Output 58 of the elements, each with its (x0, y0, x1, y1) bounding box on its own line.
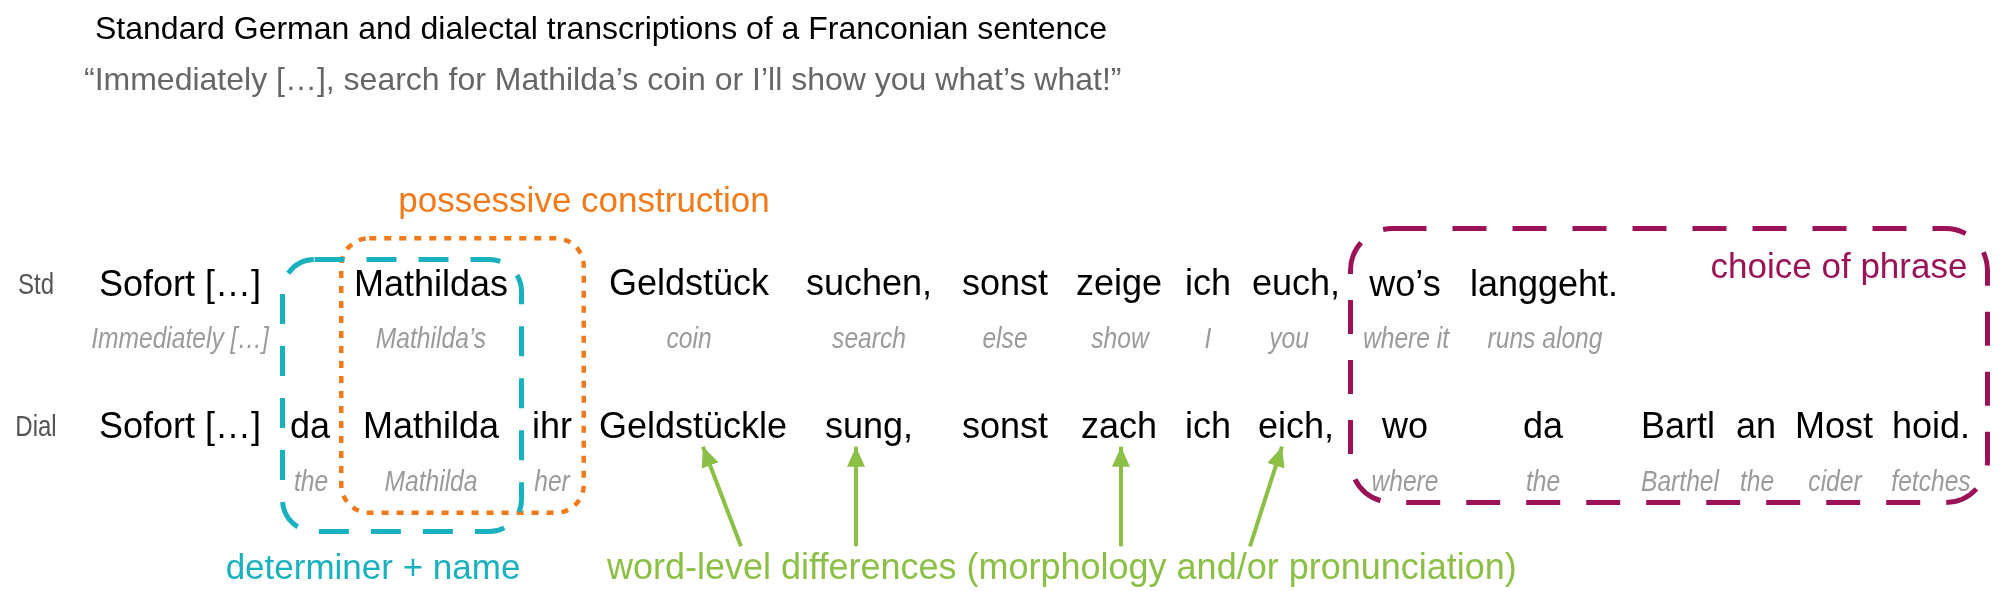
gloss-text: her (534, 463, 570, 499)
word: eich, (1258, 405, 1334, 447)
gloss-text: cider (1808, 463, 1862, 499)
word: wo (1382, 405, 1428, 447)
word: Mathildas (353, 263, 509, 305)
gloss-text: fetches (1891, 463, 1971, 499)
row-label: Std (18, 266, 54, 302)
gloss-text: else (982, 320, 1028, 356)
gloss-text: where (1371, 463, 1439, 499)
diagram-title: Standard German and dialectal transcriptions of a Franconian sentence (95, 9, 1108, 47)
gloss-text: Mathilda’s (375, 320, 487, 356)
word: Geldstückle (598, 405, 788, 447)
word: zach (1081, 405, 1157, 447)
annotation-text: word-level differences (morphology and/or pronunciation) (607, 546, 1517, 588)
frame-label: possessive construction (398, 179, 770, 221)
word: sung, (824, 405, 914, 447)
row-label: Dial (15, 408, 57, 444)
gloss-text: the (1525, 463, 1561, 499)
word: Geldstück (608, 262, 770, 304)
dashed-frame (1348, 226, 1990, 505)
frame-label: choice of phrase (1710, 245, 1968, 287)
arrow (701, 446, 743, 547)
word: Sofort […] (98, 263, 262, 305)
word: da (1523, 405, 1563, 447)
word: wo’s (1369, 263, 1441, 305)
word: sonst (962, 405, 1048, 447)
word: Sofort […] (98, 405, 262, 447)
word: Most (1795, 405, 1873, 447)
gloss-text: runs along (1487, 320, 1603, 356)
gloss-text: Mathilda (384, 463, 478, 499)
translation-text: “Immediately […], search for Mathilda’s coin or I’ll show you what’s what!” (84, 60, 1122, 98)
word: hoid. (1891, 405, 1971, 447)
word: langgeht. (1469, 263, 1619, 305)
word: Mathilda (362, 405, 500, 447)
gloss-text: where it (1362, 320, 1450, 356)
word: euch, (1251, 262, 1341, 304)
gloss-text: coin (666, 320, 712, 356)
word: suchen, (805, 262, 933, 304)
gloss-text: you (1269, 320, 1309, 356)
frame-label: determiner + name (225, 546, 521, 588)
gloss-text: Barthel (1641, 463, 1719, 499)
gloss-text: I (1204, 320, 1212, 356)
word: ich (1185, 262, 1231, 304)
arrow (1112, 446, 1130, 547)
gloss-text: search (832, 320, 906, 356)
arrow (847, 446, 865, 547)
word: ihr (532, 405, 572, 447)
arrow (1248, 446, 1285, 547)
word: zeige (1075, 262, 1163, 304)
word: Bartl (1641, 405, 1715, 447)
word: sonst (962, 262, 1048, 304)
word: ich (1185, 405, 1231, 447)
word: an (1736, 405, 1776, 447)
gloss-text: the (1739, 463, 1775, 499)
gloss-text: the (293, 463, 329, 499)
gloss-text: Immediately […] (91, 320, 269, 356)
gloss-text: show (1091, 320, 1149, 356)
word: da (290, 405, 330, 447)
